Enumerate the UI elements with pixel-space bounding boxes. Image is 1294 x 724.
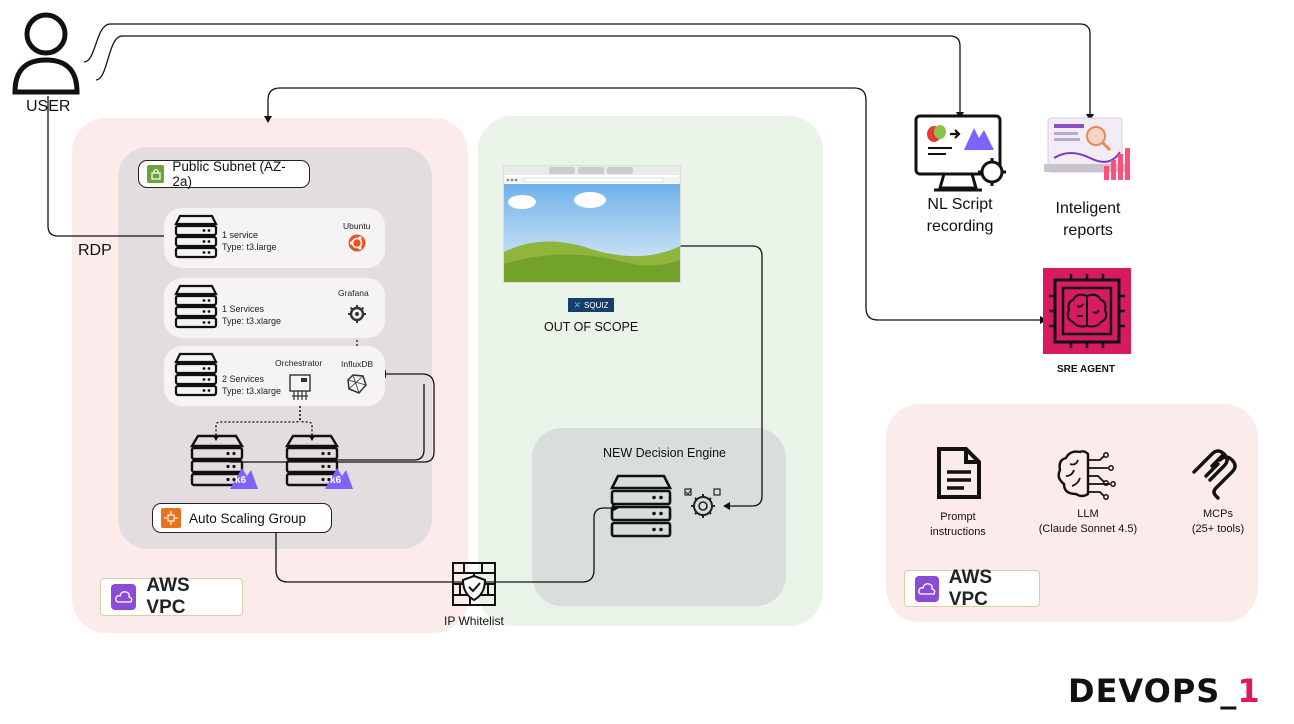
- server-1-count: 1 service: [222, 230, 259, 240]
- aws-vpc-icon: [111, 584, 137, 610]
- decision-gear-icon: [684, 488, 721, 518]
- llm-line2: (Claude Sonnet 4.5): [1038, 523, 1138, 535]
- rdp-label: RDP: [78, 242, 112, 259]
- server-icon: [174, 214, 218, 259]
- brand-text: DEVOPS_1: [1068, 672, 1261, 710]
- sre-agent-tile: [1043, 268, 1131, 354]
- server-2-count: 1 Services: [222, 304, 265, 314]
- document-icon: [937, 447, 981, 499]
- aws-vpc-icon: [915, 575, 939, 602]
- prompt-label: Prompt instructions: [916, 510, 1000, 540]
- llm-label: LLM (Claude Sonnet 4.5): [1030, 507, 1146, 537]
- intelligent-reports-label: Inteligent reports: [1043, 198, 1133, 242]
- squiz-logo: ✕ SQUIZ: [568, 298, 614, 312]
- browser-window-image: [503, 165, 681, 283]
- nl-script-label: NL Script recording: [915, 194, 1005, 238]
- mcps-line2: (25+ tools): [1191, 523, 1245, 535]
- grafana-icon: [348, 305, 366, 323]
- server-icon: [174, 352, 218, 397]
- squiz-mark-icon: ✕: [573, 299, 582, 310]
- auto-scaling-tag: Auto Scaling Group: [152, 503, 332, 533]
- brain-chip-icon: [1049, 274, 1125, 348]
- nl-script-line2: recording: [926, 218, 994, 235]
- llm-line1: LLM: [1077, 508, 1099, 520]
- aws-vpc-badge-left: AWS VPC: [100, 575, 243, 618]
- nl-script-line1: NL Script: [927, 196, 993, 213]
- ubuntu-label: Ubuntu: [343, 221, 371, 231]
- user-label: USER: [26, 98, 71, 115]
- k6-server-icon: [189, 434, 258, 489]
- ip-whitelist-label: IP Whitelist: [444, 614, 504, 628]
- server-3-type: Type: t3.xlarge: [222, 386, 282, 396]
- sre-agent-label: SRE AGENT: [1057, 364, 1115, 375]
- prompt-line2: instructions: [930, 526, 986, 538]
- ubuntu-icon: [348, 234, 366, 252]
- user-icon: [12, 12, 80, 95]
- devops-brand-logo: DEVOPS_1: [1068, 672, 1261, 710]
- out-of-scope-label: OUT OF SCOPE: [544, 320, 639, 334]
- aws-vpc-badge-right: AWS VPC: [904, 567, 1040, 610]
- decision-engine-server-icon: [609, 474, 673, 538]
- aws-vpc-label-right: AWS VPC: [948, 566, 993, 610]
- brand-accent-digit: 1: [1237, 672, 1261, 710]
- lock-icon: [147, 165, 165, 183]
- server-icon: [174, 284, 218, 329]
- orchestrator-label: Orchestrator: [275, 358, 323, 368]
- server-3-info: 2 Services Type: t3.xlarge: [222, 373, 281, 397]
- decision-engine-label: NEW Decision Engine: [603, 446, 726, 460]
- server-1-info: 1 service Type: t3.large: [222, 229, 277, 253]
- influxdb-label: InfluxDB: [341, 359, 374, 369]
- k6-label: k6: [235, 475, 247, 486]
- mcps-label: MCPs (25+ tools): [1176, 507, 1260, 537]
- k6-server-icon: [284, 434, 353, 489]
- grafana-label: Grafana: [338, 288, 369, 298]
- mcp-icon: [1192, 449, 1237, 500]
- influxdb-icon: [347, 374, 367, 394]
- nl-script-monitor-icon: [914, 114, 1006, 192]
- auto-scaling-icon: [161, 508, 181, 528]
- intelligent-reports-icon: [1044, 117, 1130, 180]
- server-3-count: 2 Services: [222, 374, 265, 384]
- server-1-type: Type: t3.large: [222, 242, 277, 252]
- intelligent-reports-line2: reports: [1063, 222, 1113, 239]
- k6-label: k6: [330, 475, 342, 486]
- mcps-line1: MCPs: [1203, 508, 1233, 520]
- auto-scaling-label: Auto Scaling Group: [189, 510, 307, 526]
- decision-engine-panel: [532, 428, 786, 606]
- aws-vpc-label-left: AWS VPC: [146, 575, 190, 618]
- public-subnet-tag: Public Subnet (AZ-2a): [138, 159, 310, 189]
- server-2-info: 1 Services Type: t3.xlarge: [222, 303, 281, 327]
- squiz-logo-text: SQUIZ: [584, 300, 609, 310]
- prompt-line1: Prompt: [940, 511, 976, 523]
- orchestrator-icon: [289, 374, 311, 400]
- firewall-icon: [452, 562, 496, 606]
- public-subnet-label: Public Subnet (AZ-2a): [172, 159, 286, 189]
- intelligent-reports-line1: Inteligent: [1055, 200, 1121, 217]
- llm-brain-icon: [1057, 450, 1116, 500]
- server-2-type: Type: t3.xlarge: [222, 316, 282, 326]
